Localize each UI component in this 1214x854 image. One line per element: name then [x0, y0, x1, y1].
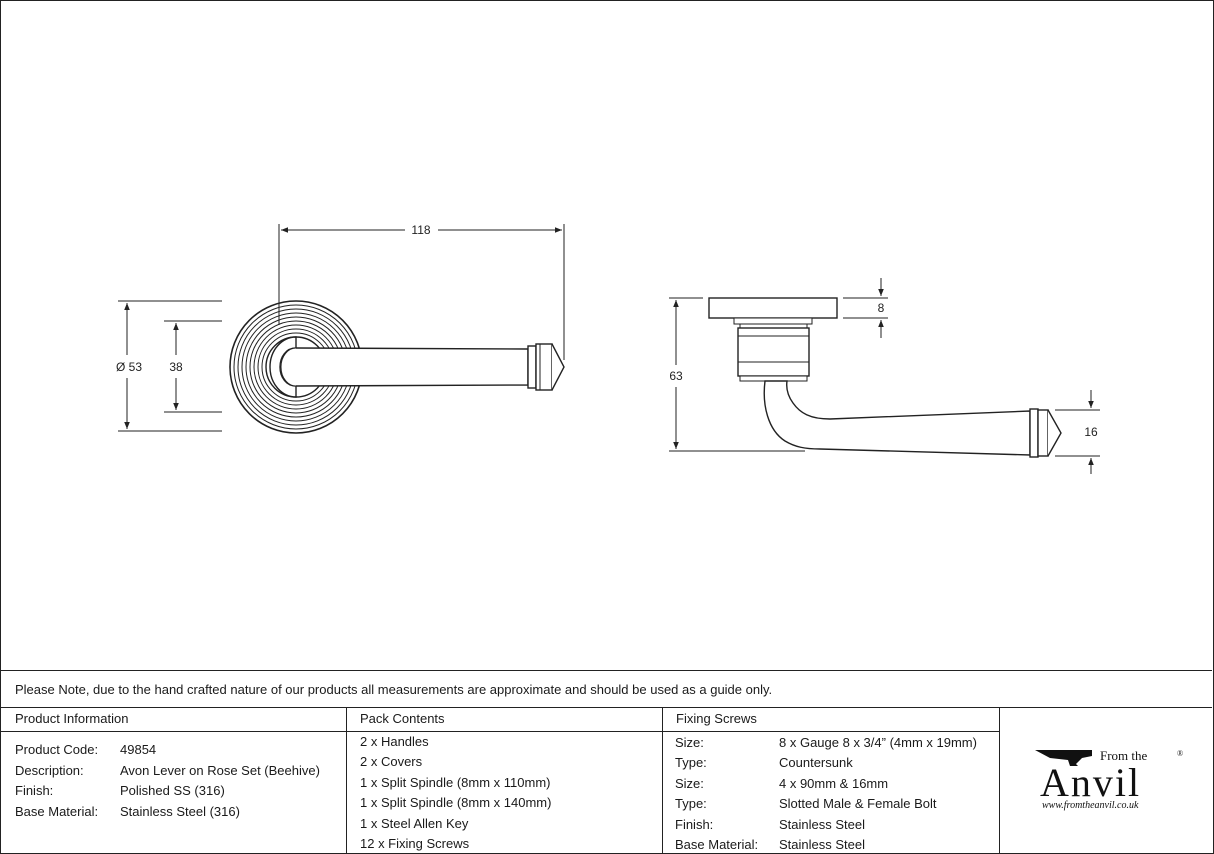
description-label: Description: — [15, 763, 84, 778]
measurement-note-row: Please Note, due to the hand crafted nat… — [0, 670, 1212, 708]
fixing-screws-heading: Fixing Screws — [676, 711, 757, 726]
base-material-label: Base Material: — [15, 804, 99, 819]
description-value: Avon Lever on Rose Set (Beehive) — [120, 763, 320, 778]
screw-label: Size: — [675, 776, 704, 791]
side-lever — [763, 380, 1031, 456]
screw-label: Type: — [675, 796, 707, 811]
technical-drawing: 118 Ø 53 38 8 63 16 — [116, 223, 1100, 474]
finish-label: Finish: — [15, 783, 54, 798]
pack-item: 1 x Steel Allen Key — [360, 816, 469, 831]
screw-value: 4 x 90mm & 16mm — [779, 776, 889, 791]
pack-item: 2 x Handles — [360, 734, 429, 749]
screw-label: Type: — [675, 755, 707, 770]
screw-value: Stainless Steel — [779, 837, 865, 852]
base-material-value: Stainless Steel (316) — [120, 804, 240, 819]
pack-item: 2 x Covers — [360, 754, 423, 769]
heading-divider — [0, 731, 999, 732]
column-divider — [346, 707, 347, 854]
dim-height-label: 63 — [669, 369, 683, 383]
front-view — [118, 224, 565, 434]
product-code-label: Product Code: — [15, 742, 99, 757]
logo-url: www.fromtheanvil.co.uk — [1042, 800, 1139, 811]
column-divider — [662, 707, 663, 854]
anvil-logo: From the ® Anvil www.fromtheanvil.co.uk — [1035, 748, 1183, 811]
column-divider — [999, 707, 1000, 854]
product-information-heading: Product Information — [15, 711, 129, 726]
screw-value: Stainless Steel — [779, 817, 865, 832]
screw-label: Finish: — [675, 817, 714, 832]
dim-rose-thickness-label: 8 — [878, 301, 885, 315]
finish-value: Polished SS (316) — [120, 783, 225, 798]
product-code-value: 49854 — [120, 742, 157, 757]
side-view — [669, 278, 1100, 474]
anvil-icon — [1035, 750, 1092, 766]
dim-inner-label: 38 — [169, 360, 183, 374]
dim-length-label: 118 — [411, 223, 430, 237]
logo-from-the: From the — [1100, 748, 1148, 763]
screw-value: Slotted Male & Female Bolt — [779, 796, 937, 811]
dim-rose-diameter-label: Ø 53 — [116, 360, 142, 374]
pack-item: 1 x Split Spindle (8mm x 140mm) — [360, 795, 552, 810]
screw-label: Base Material: — [675, 837, 759, 852]
screw-value: 8 x Gauge 8 x 3/4” (4mm x 19mm) — [779, 735, 977, 750]
pack-contents-heading: Pack Contents — [360, 711, 445, 726]
screw-label: Size: — [675, 735, 704, 750]
pack-item: 1 x Split Spindle (8mm x 110mm) — [360, 775, 551, 790]
screw-value: Countersunk — [779, 755, 853, 770]
logo-brand: Anvil — [1040, 760, 1141, 805]
measurement-note: Please Note, due to the hand crafted nat… — [15, 682, 773, 697]
logo-registered: ® — [1177, 749, 1183, 758]
dim-grip-label: 16 — [1084, 425, 1098, 439]
pack-item: 12 x Fixing Screws — [360, 836, 470, 851]
